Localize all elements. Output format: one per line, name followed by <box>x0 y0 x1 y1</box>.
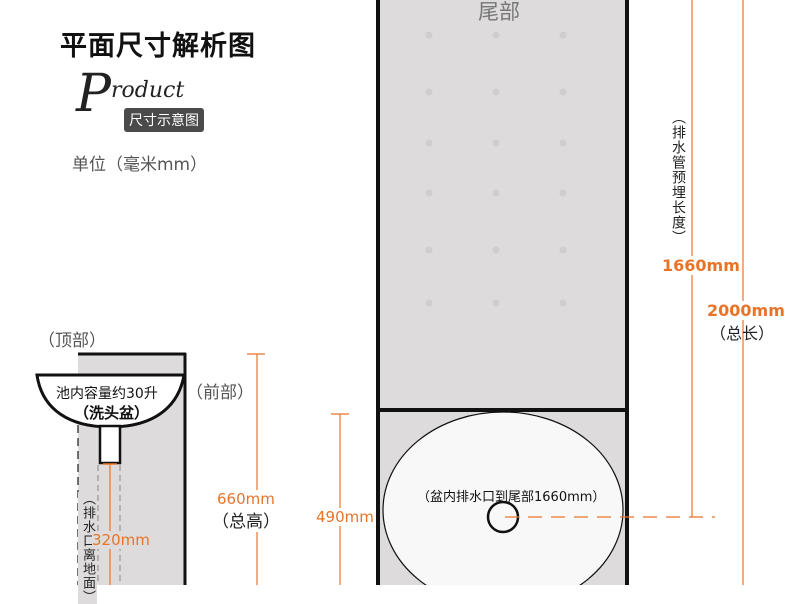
dimension-drawing <box>35 0 744 585</box>
total-height-value: 660mm <box>217 490 275 508</box>
drain-to-tail-note: （盆内排水口到尾部1660mm） <box>417 490 606 505</box>
drain-height-label: （排水口离地面） <box>78 492 97 604</box>
unit-label: 单位（毫米mm） <box>72 155 208 175</box>
pipe-length-value: 1660mm <box>662 256 740 275</box>
top-label: （顶部） <box>38 331 106 351</box>
total-length-value: 2000mm <box>707 301 785 320</box>
total-length-label: （总长） <box>710 324 775 343</box>
front-label: （前部） <box>186 383 254 403</box>
basin-name: （洗头盆） <box>74 404 150 422</box>
basin-capacity: 池内容量约30升 <box>56 386 158 402</box>
drain-height-value: 320mm <box>92 531 150 549</box>
basin-drain-pipe <box>98 424 122 465</box>
seat-height-value: 490mm <box>316 508 374 526</box>
basin-top-ellipse <box>382 411 624 585</box>
pipe-length-label: （排水管预埋长度） <box>668 110 688 245</box>
product-logo: Product <box>76 64 185 124</box>
total-height-label: （总高） <box>212 507 280 532</box>
tail-label: 尾部 <box>478 0 520 24</box>
massage-dots <box>425 31 567 307</box>
diagram-badge: 尺寸示意图 <box>124 108 204 132</box>
page-title: 平面尺寸解析图 <box>60 31 256 62</box>
